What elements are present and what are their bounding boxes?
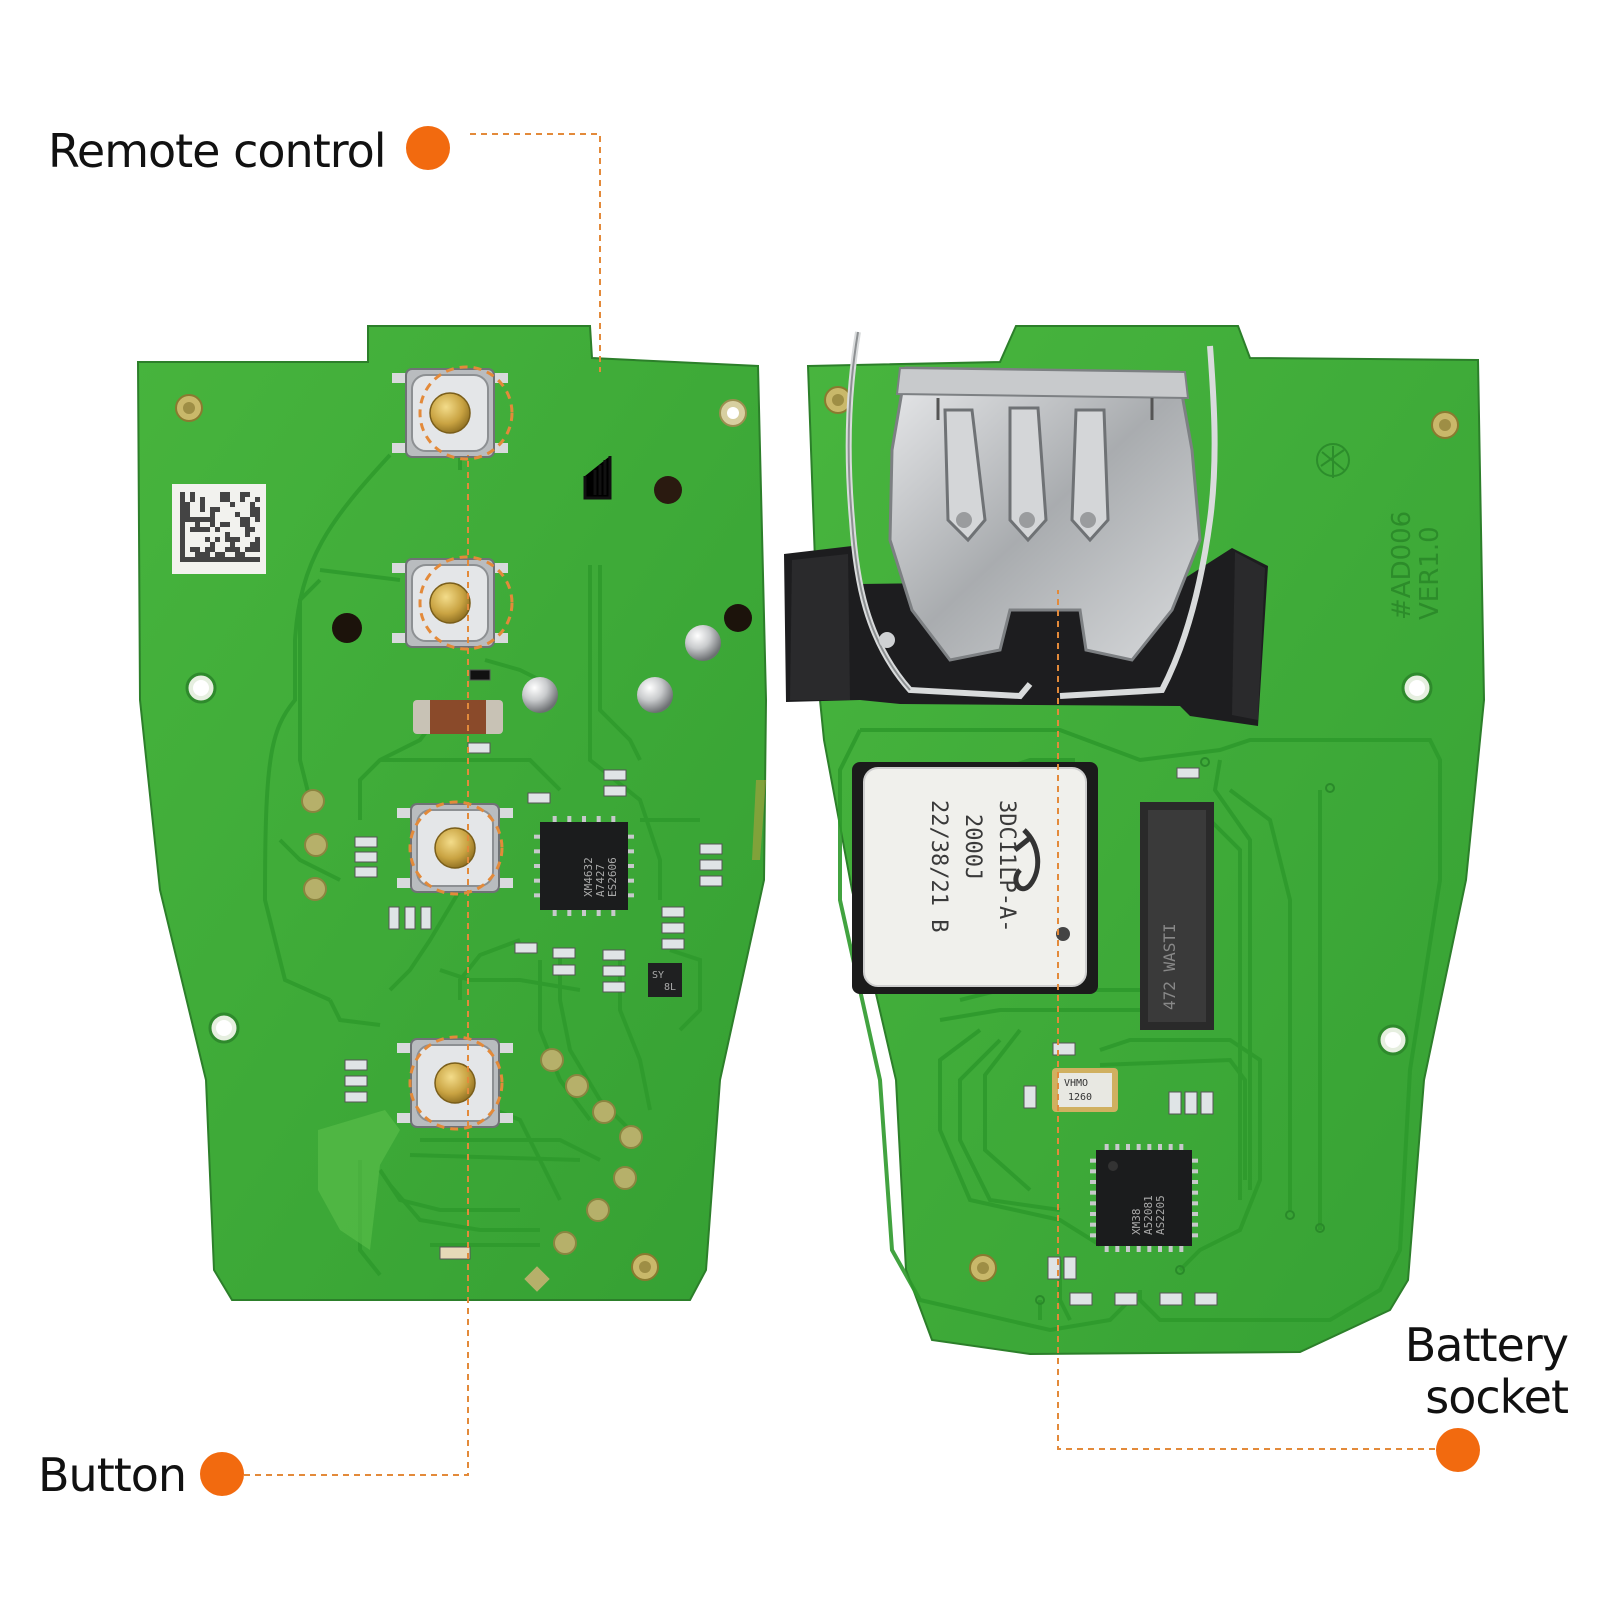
tactile-switch xyxy=(392,368,508,458)
connector-marks xyxy=(583,456,612,500)
callout-dot-battery-socket xyxy=(1436,1428,1480,1472)
via xyxy=(654,476,682,504)
crystal-oscillator: VHMO 1260 xyxy=(1052,1068,1118,1112)
transponder-marking: 22/38/21 B xyxy=(926,800,951,932)
pcb-front: XM4632 A7427 ES2606 SY 8L xyxy=(136,325,768,1301)
callout-lines xyxy=(244,133,1435,1476)
smd-components-back xyxy=(1023,767,1218,1306)
chip-marking: SY xyxy=(652,970,664,981)
rivets xyxy=(956,512,1096,528)
board-logo xyxy=(1316,443,1350,478)
via xyxy=(332,613,362,643)
via xyxy=(522,677,558,713)
pcb-ground-fill xyxy=(318,1110,400,1250)
transponder-marking: 2000J xyxy=(960,814,985,880)
remote-control-leader xyxy=(470,133,601,372)
callout-battery-socket-line2: socket xyxy=(1425,1370,1569,1424)
chip-marking: XM38 xyxy=(1130,1209,1143,1236)
callout-dot-remote-control xyxy=(406,126,450,170)
transponder-chip: 3DC11LP-A- 2000J 22/38/21 B xyxy=(852,762,1098,994)
resistor xyxy=(413,700,503,734)
board-id: #AD006 xyxy=(1387,511,1417,620)
chip-marking: A52081 xyxy=(1142,1195,1155,1235)
transponder-marking: 3DC11LP-A- xyxy=(994,800,1019,932)
chip-marking: XM4632 xyxy=(582,857,595,897)
mcu-chip-right: XM38 A52081 AS2205 xyxy=(1090,1144,1198,1252)
mcu-chip-left: XM4632 A7427 ES2606 xyxy=(534,816,634,916)
button-leader xyxy=(244,455,469,1476)
test-pads xyxy=(301,789,643,1255)
pcb-edge-wear xyxy=(752,780,766,860)
via xyxy=(637,677,673,713)
via xyxy=(685,625,721,661)
pcb-back: #AD006 VER1.0 xyxy=(784,325,1486,1356)
crystal-marking: 1260 xyxy=(1068,1092,1092,1103)
transponder-logo xyxy=(1013,828,1041,892)
tactile-switch xyxy=(397,1038,513,1128)
chip-marking: 8L xyxy=(664,982,676,993)
callout-button: Button xyxy=(38,1448,187,1502)
data-matrix-code xyxy=(172,484,266,574)
smd-components xyxy=(344,669,723,1260)
battery-contact-wire xyxy=(1059,345,1218,699)
via xyxy=(724,604,752,632)
callout-remote-control: Remote control xyxy=(48,124,387,178)
button-highlight-rings xyxy=(408,365,514,1131)
callout-battery-socket-line1: Battery xyxy=(1404,1318,1569,1372)
small-chip-left: SY 8L xyxy=(648,963,682,997)
connector-marking: 472 WASTI xyxy=(1160,923,1179,1010)
callout-dot-button xyxy=(200,1452,244,1496)
chip-marking: ES2606 xyxy=(606,857,619,897)
coil-connector: 472 WASTI xyxy=(1140,802,1214,1030)
battery-clip xyxy=(845,331,1218,700)
pcb-front-traces xyxy=(262,419,702,1277)
battery-socket-leader xyxy=(1057,590,1435,1450)
spring-fingers xyxy=(936,398,1154,543)
tactile-switch xyxy=(397,803,513,893)
crystal-marking: VHMO xyxy=(1064,1078,1088,1089)
chip-marking: AS2205 xyxy=(1154,1195,1167,1235)
pcb-back-traces xyxy=(838,728,1442,1333)
board-version: VER1.0 xyxy=(1415,526,1445,620)
tactile-switch xyxy=(392,558,508,648)
chip-marking: A7427 xyxy=(594,864,607,897)
tactile-buttons xyxy=(392,368,513,1128)
test-points xyxy=(1035,757,1335,1305)
